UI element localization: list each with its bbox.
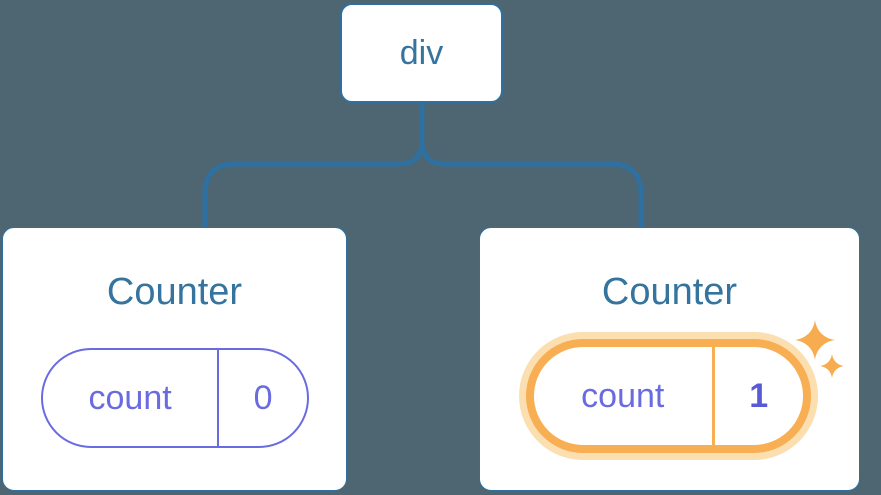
root-node-label: div xyxy=(399,34,444,72)
counter-card-left: Counter count 0 xyxy=(2,227,347,491)
connector-branch-left xyxy=(202,103,425,227)
connector-branch-right xyxy=(419,103,644,227)
sparkle-icon-small xyxy=(820,354,844,378)
component-title: Counter xyxy=(601,271,738,313)
state-value: 1 xyxy=(711,347,803,445)
state-pill-highlighted: count 1 xyxy=(526,339,811,453)
state-pill: count 0 xyxy=(41,348,309,448)
state-key: count xyxy=(581,377,665,415)
component-title: Counter xyxy=(106,271,243,313)
state-value: 0 xyxy=(217,350,307,446)
sparkle-icon-large xyxy=(795,320,835,360)
counter-card-right: Counter count 1 xyxy=(479,227,860,491)
state-key: count xyxy=(88,379,172,417)
root-node: div xyxy=(340,3,503,103)
